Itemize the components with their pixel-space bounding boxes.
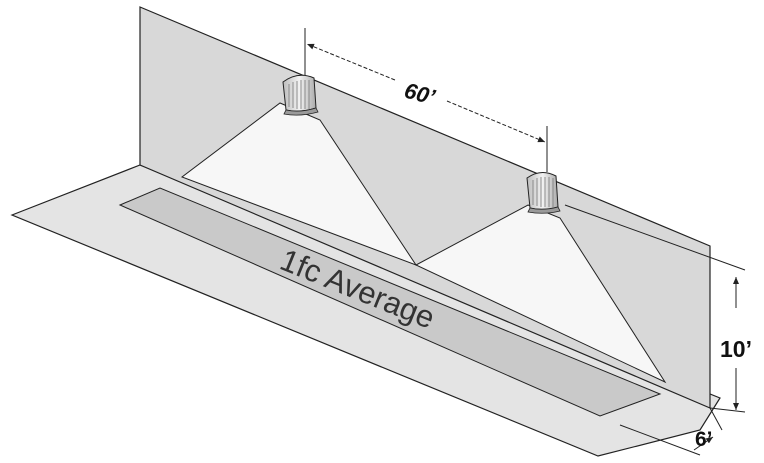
light-cone-right [414,204,667,384]
height-label: 10’ [720,336,752,362]
wall-pack-fixture-right [526,172,561,214]
spacing-label: 60’ [402,78,439,110]
width-dimension: 6’ [619,407,723,456]
wall-pack-fixture-left [282,74,319,116]
width-label: 6’ [695,428,713,451]
target-area [118,187,662,417]
height-dimension: 10’ [564,204,752,413]
